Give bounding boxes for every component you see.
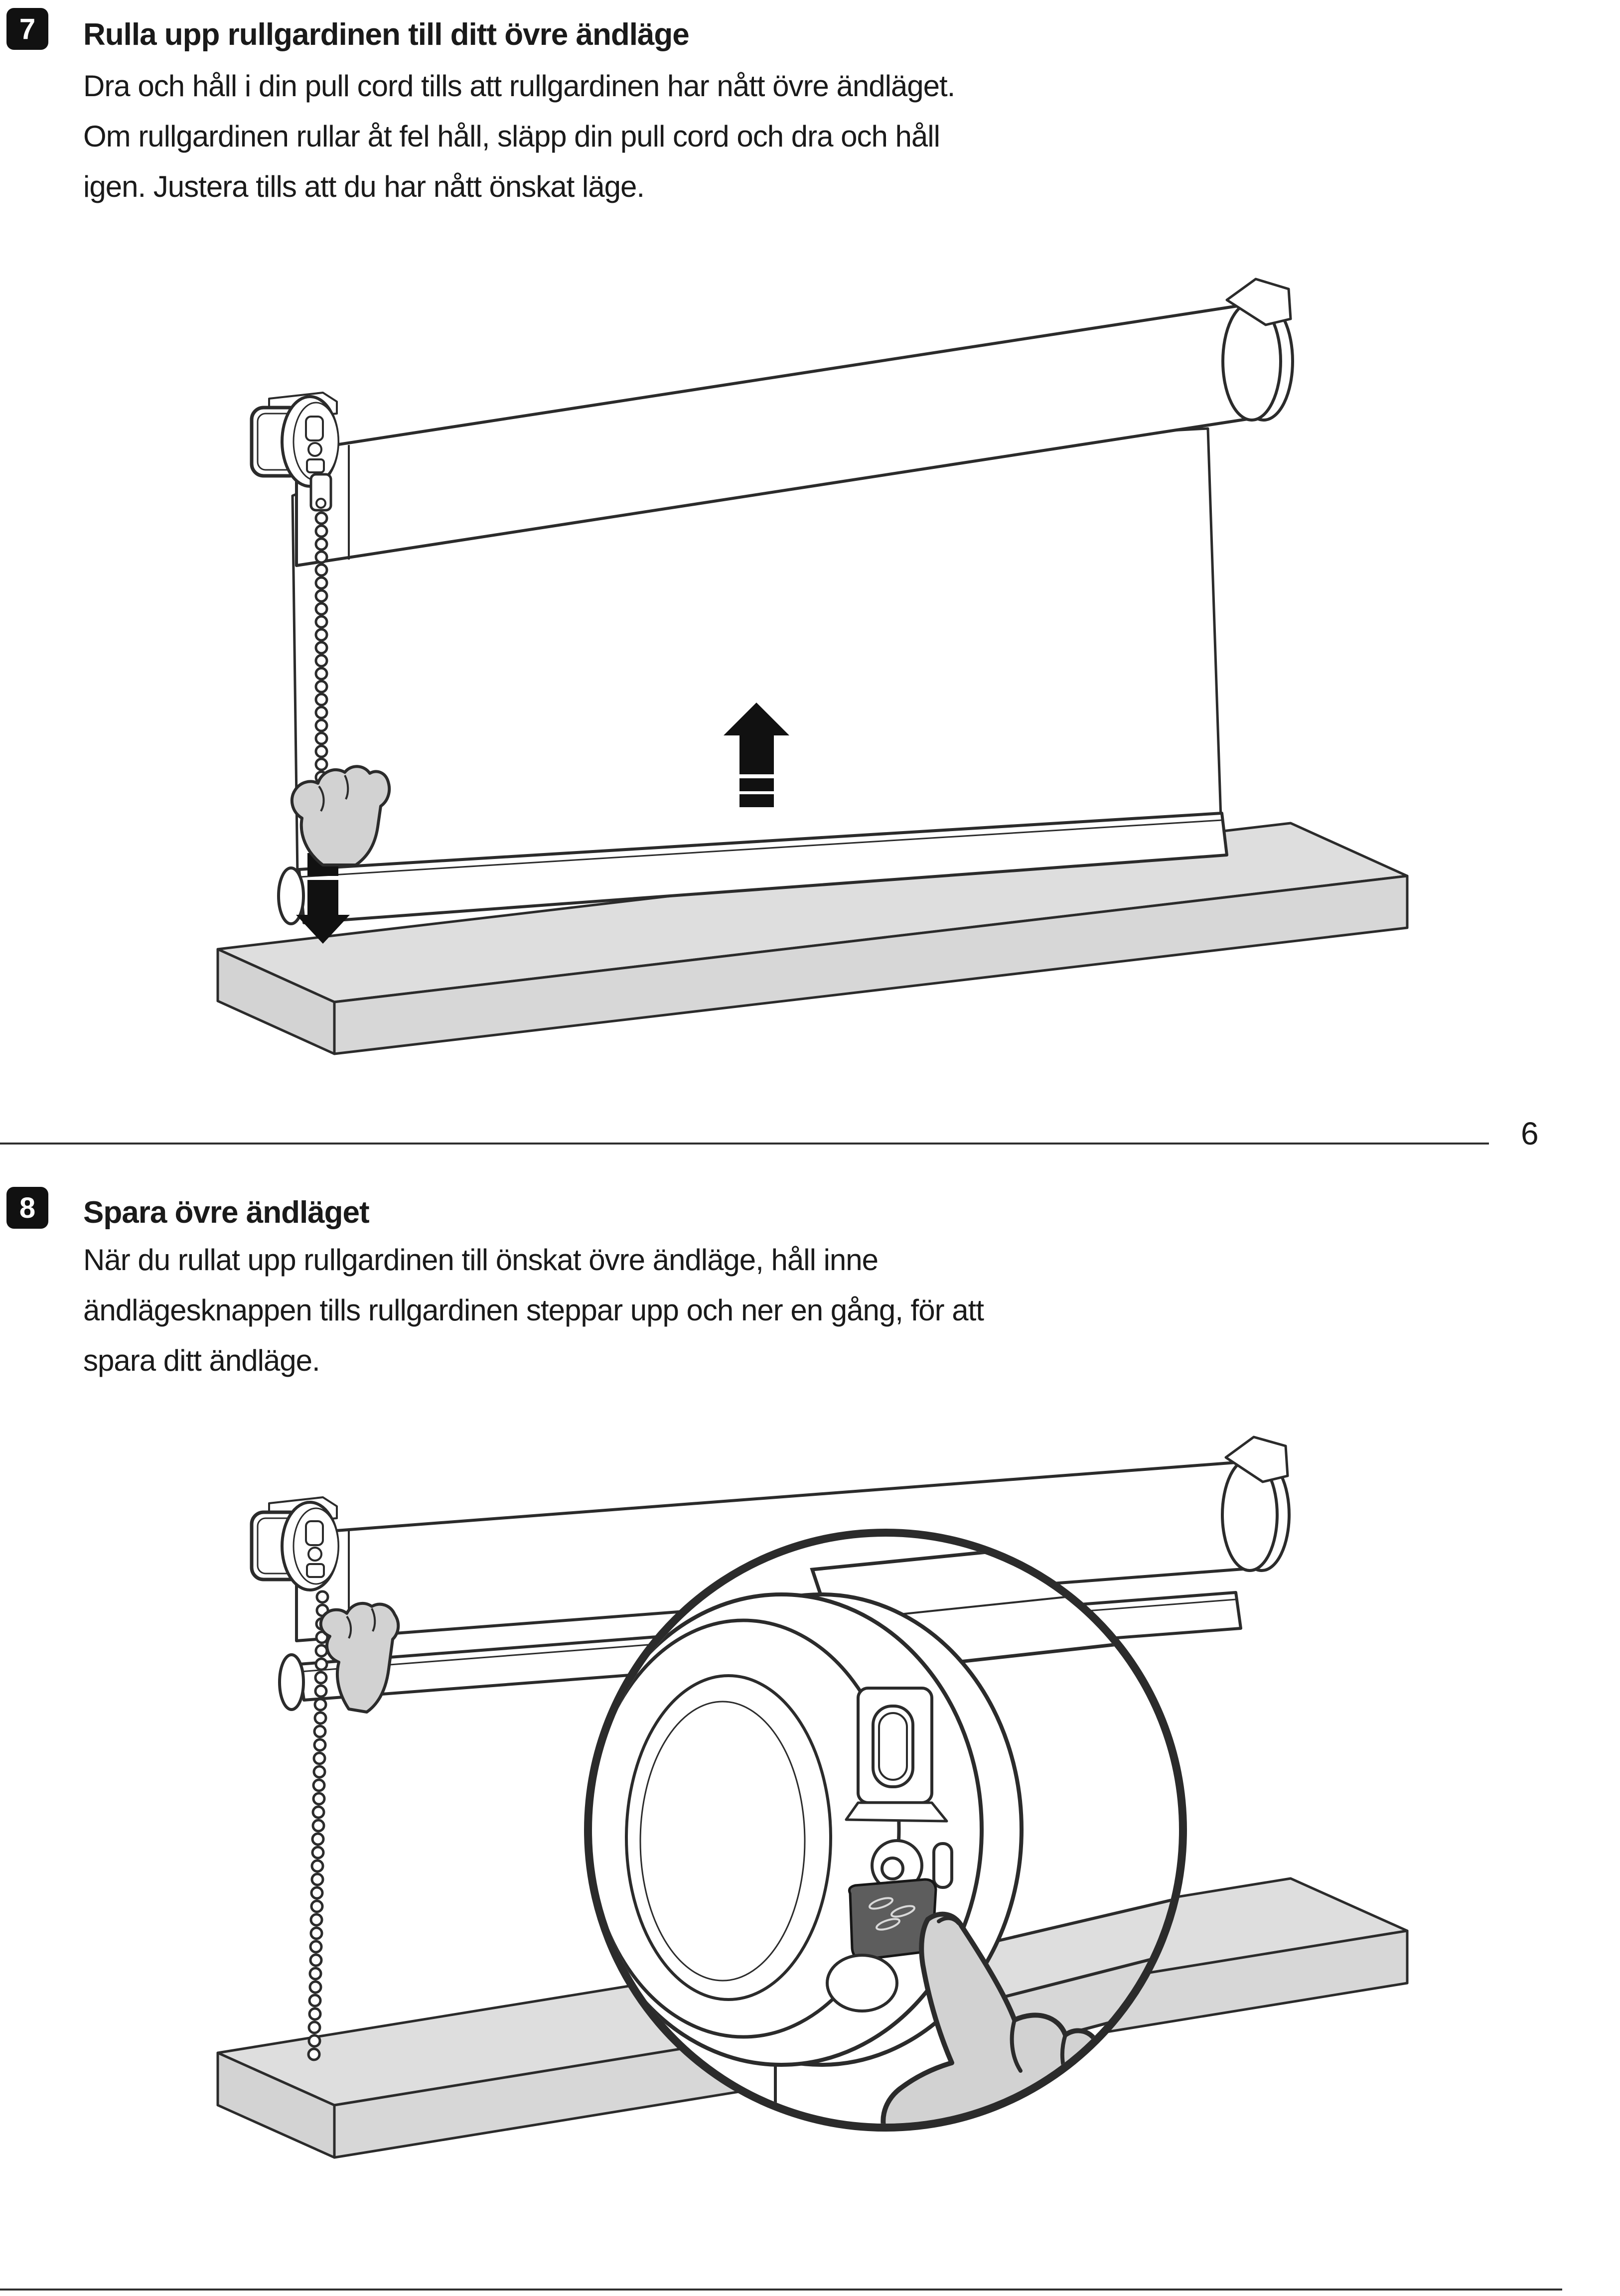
chain-mechanism bbox=[281, 395, 339, 512]
figure-step-7-illustration bbox=[214, 239, 1410, 1096]
step-8-body-line: spara ditt ändläge. bbox=[83, 1344, 320, 1377]
bottom-bar bbox=[277, 812, 1228, 925]
step-7-body: Dra och håll i din pull cord tills att r… bbox=[83, 61, 955, 212]
step-8-body: När du rullat upp rullgardinen till önsk… bbox=[83, 1235, 984, 1386]
step-8-title: Spara övre ändläget bbox=[83, 1195, 370, 1230]
page-number: 6 bbox=[1521, 1116, 1539, 1151]
page-bottom-divider bbox=[0, 2289, 1562, 2291]
step-7-body-line: Dra och håll i din pull cord tills att r… bbox=[83, 69, 955, 103]
hand-pulling-chain-icon bbox=[290, 765, 391, 866]
hand-holding-chain-icon bbox=[319, 1601, 400, 1714]
roller-tube bbox=[295, 278, 1294, 567]
step-7-body-line: igen. Justera tills att du har nått önsk… bbox=[83, 170, 645, 203]
step-8-body-line: När du rullat upp rullgardinen till önsk… bbox=[83, 1243, 879, 1277]
magnifier-content bbox=[592, 1537, 1179, 2124]
up-arrow-icon bbox=[724, 703, 789, 807]
roller-blind-up-illustration bbox=[216, 278, 1409, 1055]
pull-cord-chain bbox=[307, 1590, 329, 2061]
pull-cord-chain bbox=[314, 511, 328, 810]
magnifier-circle-outline bbox=[584, 1529, 1187, 2132]
step-8-body-line: ändlägesknappen tills rullgardinen stepp… bbox=[83, 1293, 984, 1327]
step-7-number: 7 bbox=[19, 12, 36, 45]
step-7-body-line: Om rullgardinen rullar åt fel håll, släp… bbox=[83, 120, 940, 153]
section-divider bbox=[0, 1143, 1489, 1145]
ceiling-clip bbox=[1224, 1435, 1289, 1483]
step-7-badge: 7 bbox=[6, 8, 48, 50]
step-7-title: Rulla upp rullgardinen till ditt övre än… bbox=[83, 17, 690, 52]
endstop-button-illustration bbox=[216, 1435, 1409, 2159]
figure-step-8-illustration bbox=[214, 1435, 1410, 2212]
step-8-badge: 8 bbox=[6, 1187, 48, 1229]
shelf bbox=[216, 822, 1409, 1055]
ceiling-clip bbox=[1225, 278, 1292, 326]
step-8-number: 8 bbox=[19, 1191, 36, 1224]
chain-mechanism bbox=[281, 1501, 339, 1591]
